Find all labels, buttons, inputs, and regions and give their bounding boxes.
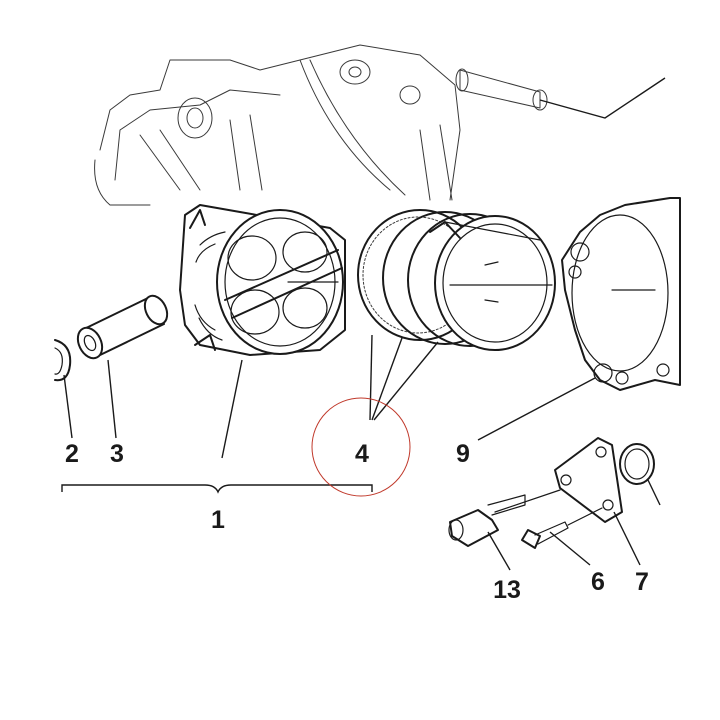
o-ring: [619, 443, 655, 485]
callout-9: 9: [456, 440, 470, 468]
nozzle-bolt-part-13: [448, 489, 561, 547]
piston-pin-part-3: [76, 294, 169, 360]
callout-13: 13: [493, 576, 521, 604]
callout-1: 1: [211, 506, 225, 534]
bracket-plate-part-7: [554, 437, 623, 523]
highlight-circle: [311, 397, 411, 497]
callout-4: 4: [355, 440, 369, 468]
gasket-part-9: [561, 197, 681, 391]
piston-part-1: [179, 204, 346, 356]
engine-block-background: [94, 44, 548, 206]
piston-rings-part-4: [357, 209, 556, 351]
group-bracket-part-1: [61, 484, 373, 494]
leader-lines: [63, 334, 661, 571]
screw-part-6: [521, 507, 603, 549]
callout-6: 6: [591, 568, 605, 596]
callout-7: 7: [635, 568, 649, 596]
leader-top-right: [539, 77, 666, 119]
callout-2: 2: [65, 440, 79, 468]
circlip-part-2: [54, 339, 72, 382]
callout-3: 3: [110, 440, 124, 468]
